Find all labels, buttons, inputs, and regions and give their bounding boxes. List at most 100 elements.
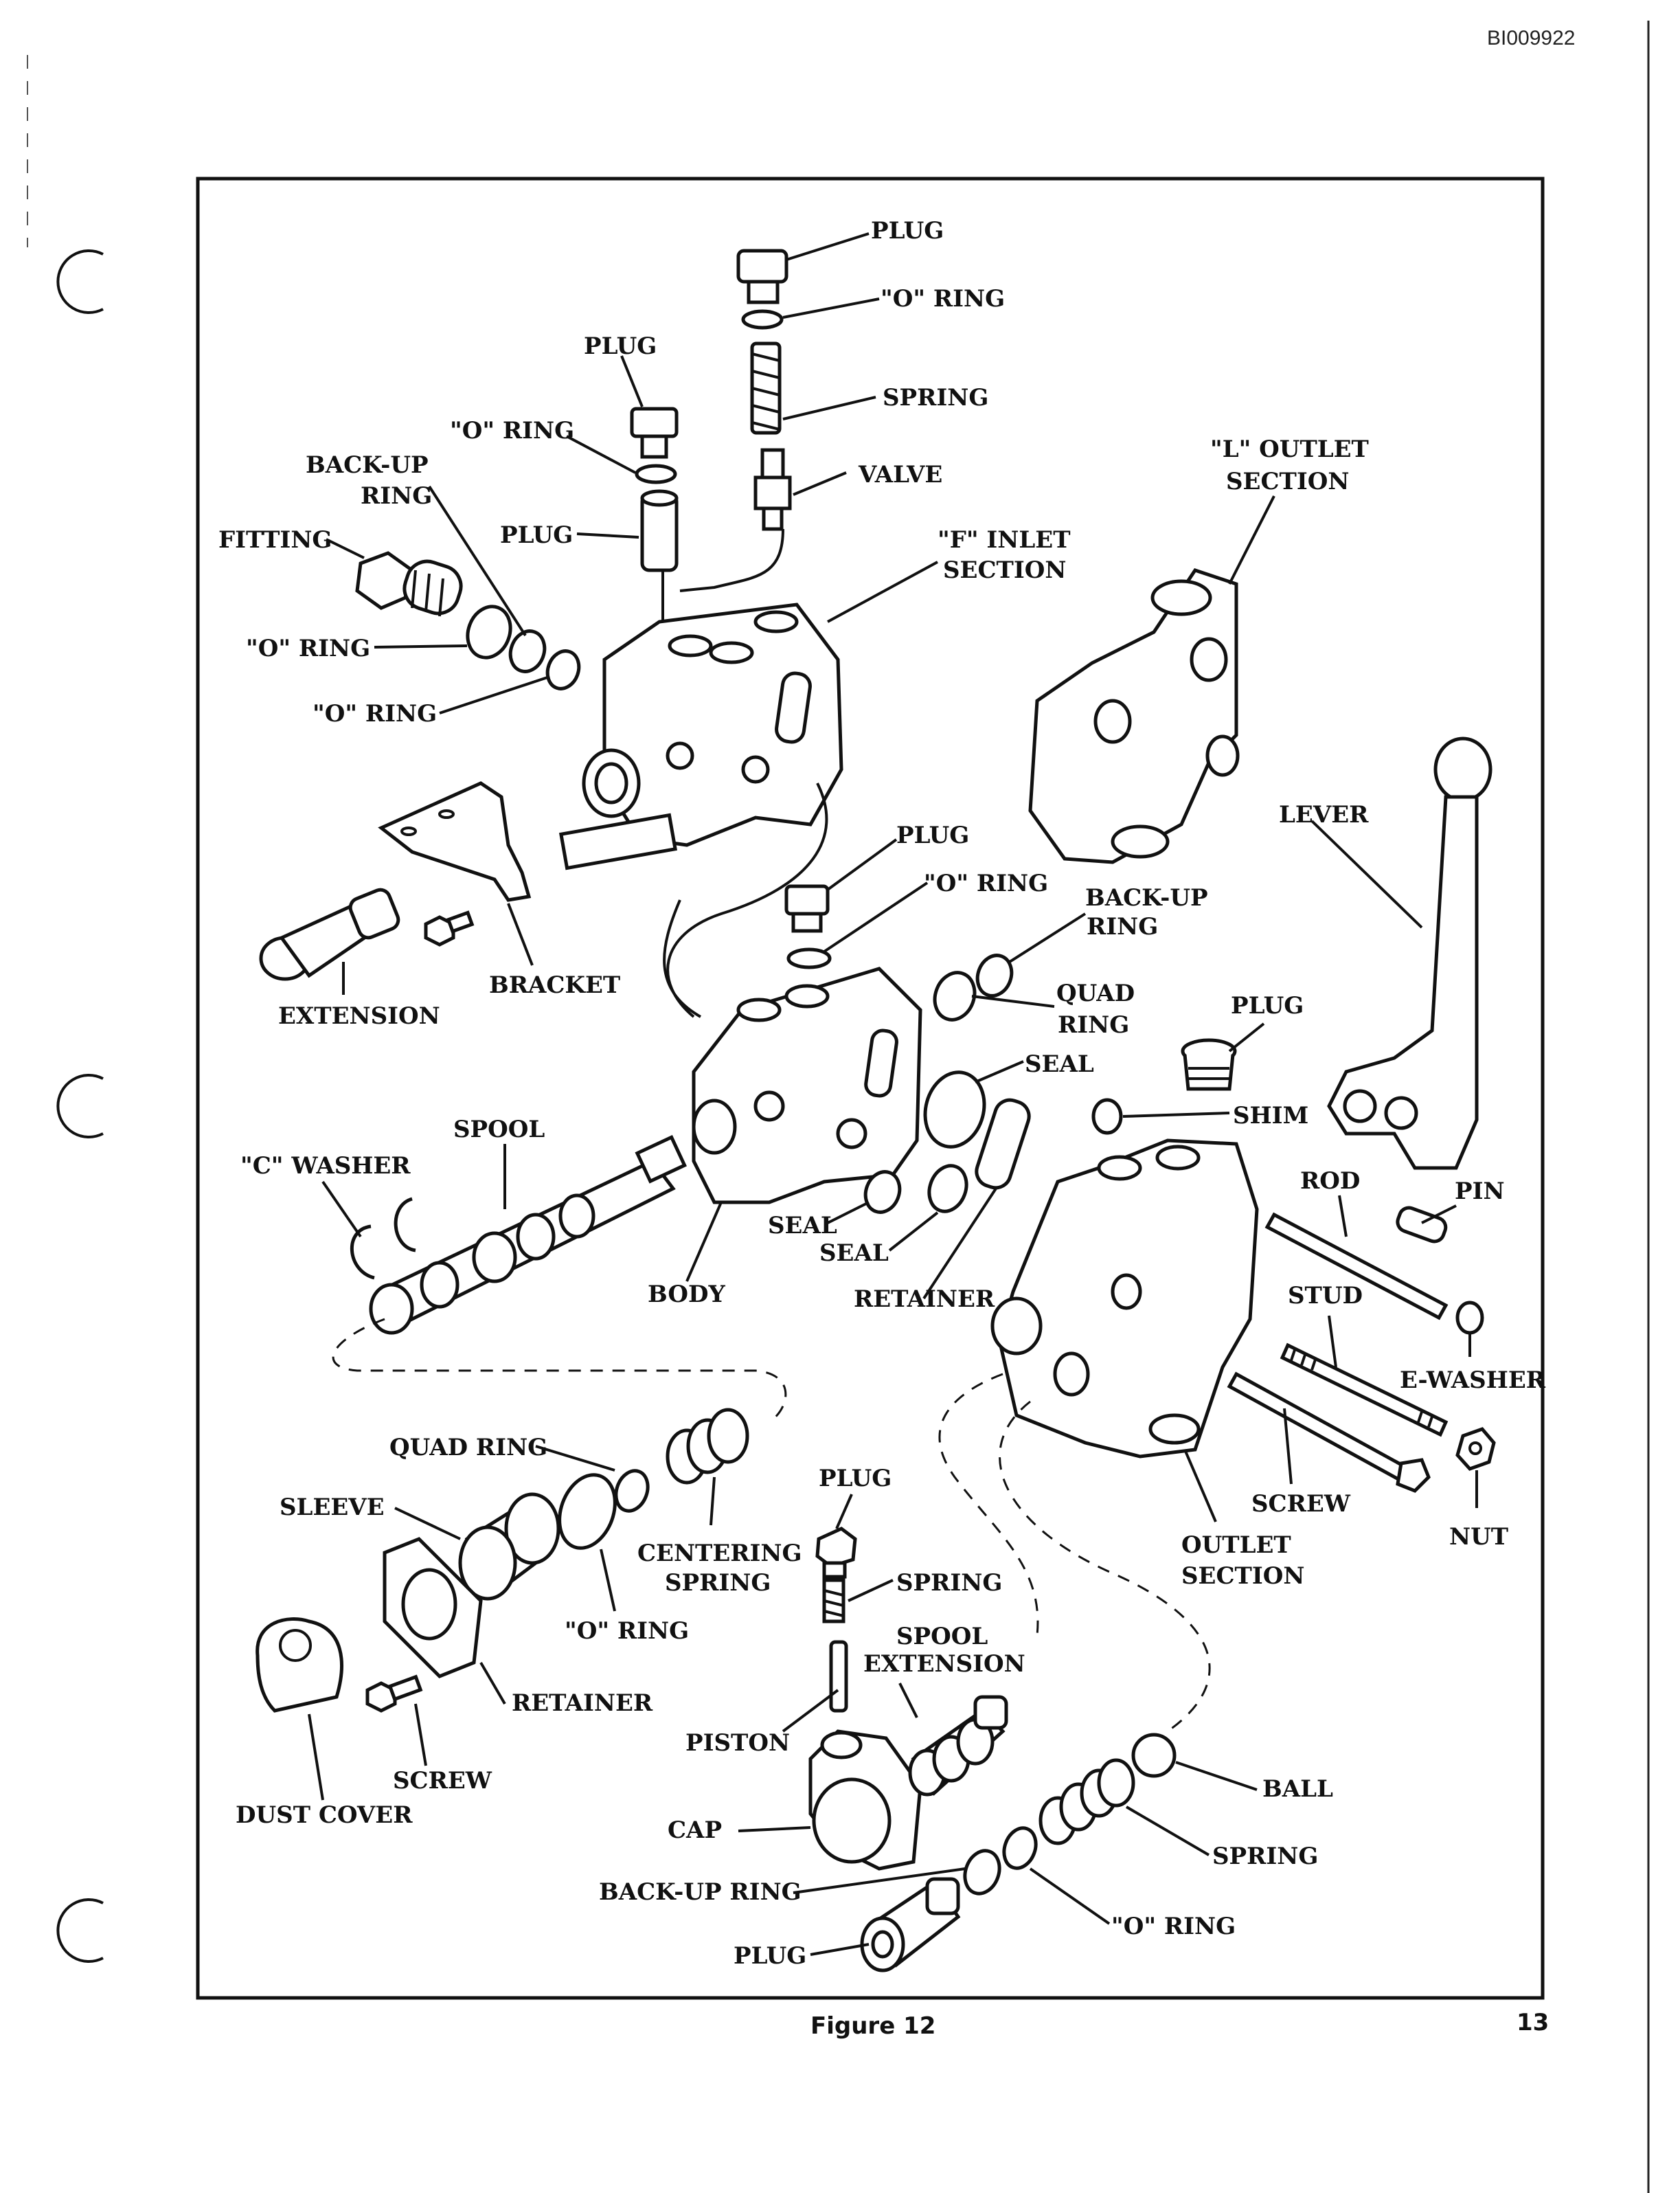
figure-caption: Figure 12 bbox=[810, 2012, 935, 2040]
screw-right-part bbox=[1227, 1371, 1431, 1493]
pin-part bbox=[1396, 1206, 1448, 1244]
body-part bbox=[692, 967, 922, 1204]
label-plug-top: PLUG bbox=[871, 217, 944, 245]
l-outlet-section-part bbox=[1028, 568, 1240, 864]
leader-lines bbox=[308, 232, 1478, 1956]
plug-top-part bbox=[736, 249, 788, 304]
label-nut: NUT bbox=[1449, 1523, 1508, 1551]
binder-hole-3 bbox=[56, 1898, 104, 1963]
sleeve-part bbox=[458, 1492, 560, 1601]
c-washer-2-part bbox=[394, 1197, 416, 1252]
label-shim: SHIM bbox=[1233, 1102, 1308, 1129]
cap-part bbox=[808, 1729, 922, 1871]
f-inlet-section-part bbox=[558, 603, 843, 870]
lever-part bbox=[1327, 736, 1492, 1170]
binder-hole-1 bbox=[56, 249, 104, 314]
label-spring-low: SPRING bbox=[896, 1569, 1002, 1597]
spool-part bbox=[369, 1134, 687, 1335]
label-spool: SPOOL bbox=[453, 1116, 545, 1143]
oring-fitting-1 bbox=[466, 605, 512, 660]
seal-large-part bbox=[923, 1070, 986, 1149]
label-plug-left: PLUG bbox=[584, 333, 657, 360]
label-backup-ring-2: RING bbox=[361, 482, 432, 510]
label-seal-top: SEAL bbox=[1025, 1050, 1094, 1078]
backup-ring-part bbox=[508, 629, 547, 673]
quad-ring-part bbox=[933, 971, 977, 1022]
label-outlet-1: OUTLET bbox=[1181, 1531, 1291, 1559]
oring-low-part bbox=[558, 1473, 617, 1550]
label-pin: PIN bbox=[1455, 1178, 1505, 1205]
label-c-washer: "C" WASHER bbox=[240, 1152, 411, 1180]
centering-spring-part bbox=[666, 1408, 749, 1485]
outlet-hidden-line-1 bbox=[938, 1373, 1039, 1636]
document-id: BI009922 bbox=[1487, 27, 1575, 49]
valve-hidden-line bbox=[679, 528, 784, 592]
seal-a-part bbox=[863, 1170, 902, 1214]
label-e-washer: E-WASHER bbox=[1400, 1367, 1546, 1394]
plug-sleeve-part bbox=[640, 489, 679, 572]
label-backup2-1: BACK-UP bbox=[1085, 884, 1208, 912]
page-number: 13 bbox=[1517, 2009, 1549, 2036]
label-lever: LEVER bbox=[1279, 801, 1369, 829]
plug-left-part bbox=[630, 407, 679, 459]
label-screw-right: SCREW bbox=[1251, 1490, 1351, 1518]
label-spring-top: SPRING bbox=[883, 384, 988, 412]
plug-bottom-part bbox=[860, 1877, 961, 1972]
retainer-low-part bbox=[383, 1537, 483, 1678]
label-oring-body: "O" RING bbox=[924, 870, 1048, 897]
label-retainer-low: RETAINER bbox=[512, 1689, 653, 1717]
backup-low-part bbox=[963, 1849, 1001, 1896]
spring-ball-part bbox=[1038, 1758, 1135, 1845]
label-oring-top: "O" RING bbox=[881, 285, 1005, 313]
body-hidden-line bbox=[663, 899, 701, 1018]
valve-part bbox=[753, 448, 792, 531]
shim-part bbox=[1091, 1098, 1123, 1135]
e-washer-part bbox=[1455, 1301, 1484, 1335]
label-quad-ring: QUAD RING bbox=[389, 1434, 547, 1461]
label-oring-a: "O" RING bbox=[246, 635, 370, 662]
ball-part bbox=[1131, 1733, 1177, 1778]
plug-right-part bbox=[1181, 1038, 1237, 1091]
piston-part bbox=[829, 1640, 848, 1713]
binder-hole-2 bbox=[56, 1074, 104, 1138]
label-l-outlet-1: "L" OUTLET bbox=[1210, 436, 1369, 463]
label-plug-mid: PLUG bbox=[500, 521, 573, 549]
bracket-screw-part bbox=[424, 910, 475, 947]
label-spool-ext-1: SPOOL bbox=[896, 1623, 988, 1650]
fitting-part bbox=[355, 551, 463, 617]
label-cap: CAP bbox=[668, 1817, 722, 1844]
label-sleeve: SLEEVE bbox=[280, 1494, 385, 1521]
rod-part bbox=[1264, 1212, 1449, 1320]
label-oring-b: "O" RING bbox=[313, 700, 437, 728]
bracket-part bbox=[378, 781, 532, 902]
label-f-inlet-2: SECTION bbox=[943, 556, 1066, 584]
nut-part bbox=[1455, 1427, 1496, 1471]
label-fitting: FITTING bbox=[218, 526, 332, 554]
quad-ring-low-part bbox=[614, 1469, 650, 1513]
spool-extension-part bbox=[908, 1695, 1008, 1797]
dust-cover-part bbox=[256, 1617, 343, 1713]
plug-low-part bbox=[815, 1527, 857, 1579]
label-spool-ext-2: EXTENSION bbox=[863, 1650, 1025, 1678]
label-spring-ball: SPRING bbox=[1212, 1843, 1318, 1870]
spool-hidden-line bbox=[332, 1318, 787, 1424]
label-centering-1: CENTERING bbox=[637, 1540, 802, 1567]
label-valve: VALVE bbox=[858, 461, 942, 488]
spring-top-part bbox=[750, 341, 782, 435]
retainer-mid-part bbox=[975, 1098, 1031, 1190]
label-quad-2: RING bbox=[1058, 1011, 1129, 1039]
label-plug-right: PLUG bbox=[1231, 992, 1304, 1020]
label-quad-1: QUAD bbox=[1056, 980, 1135, 1007]
label-plug-low: PLUG bbox=[819, 1465, 892, 1492]
screw-low-part bbox=[365, 1674, 423, 1713]
label-piston: PISTON bbox=[685, 1729, 790, 1757]
label-oring-left: "O" RING bbox=[450, 417, 574, 445]
label-backup-low: BACK-UP RING bbox=[599, 1878, 802, 1906]
label-screw-low: SCREW bbox=[393, 1767, 492, 1795]
label-seal-b: SEAL bbox=[819, 1239, 889, 1267]
figure-border bbox=[196, 177, 1545, 2000]
seal-b-part bbox=[927, 1164, 968, 1213]
label-centering-2: SPRING bbox=[665, 1569, 771, 1597]
label-oring-low: "O" RING bbox=[565, 1617, 689, 1645]
label-plug-bottom: PLUG bbox=[734, 1942, 806, 1970]
